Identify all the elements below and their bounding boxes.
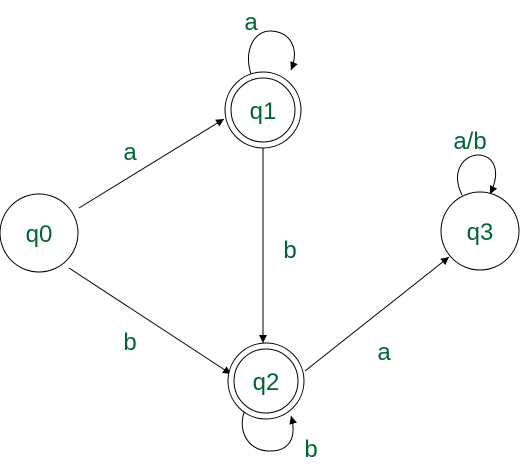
- state-q3-circle: [440, 191, 520, 271]
- state-q0: q0: [0, 193, 79, 273]
- state-q0-circle: [0, 193, 79, 273]
- state-q1-label: q1: [250, 98, 277, 125]
- state-q1-inner-circle: [230, 77, 296, 143]
- loop-q3: [457, 154, 498, 196]
- state-q3: q3: [440, 191, 520, 271]
- edge-q0-q2: [68, 267, 232, 375]
- state-q2-label: q2: [253, 369, 280, 396]
- state-q3-label: q3: [467, 219, 494, 246]
- loop-q1: [247, 30, 298, 75]
- state-q1: q1: [224, 71, 302, 149]
- transitions: [68, 30, 498, 452]
- state-q2: q2: [227, 342, 305, 420]
- state-q2-inner-circle: [233, 348, 299, 414]
- label-q2-q3: a: [377, 339, 391, 366]
- label-q0-q1: a: [123, 139, 137, 166]
- edge-q0-q1: [78, 118, 225, 209]
- loop-q2: [241, 403, 298, 452]
- label-q1-q1: a: [244, 9, 258, 36]
- label-q2-q2: b: [304, 436, 317, 463]
- label-q3-q3: a/b: [453, 128, 486, 155]
- label-q1-q2: b: [283, 237, 296, 264]
- transition-labels: a b a b b a a/b: [123, 9, 486, 463]
- label-q0-q2: b: [123, 329, 136, 356]
- state-q0-label: q0: [26, 221, 53, 248]
- edge-q2-q3: [304, 256, 450, 372]
